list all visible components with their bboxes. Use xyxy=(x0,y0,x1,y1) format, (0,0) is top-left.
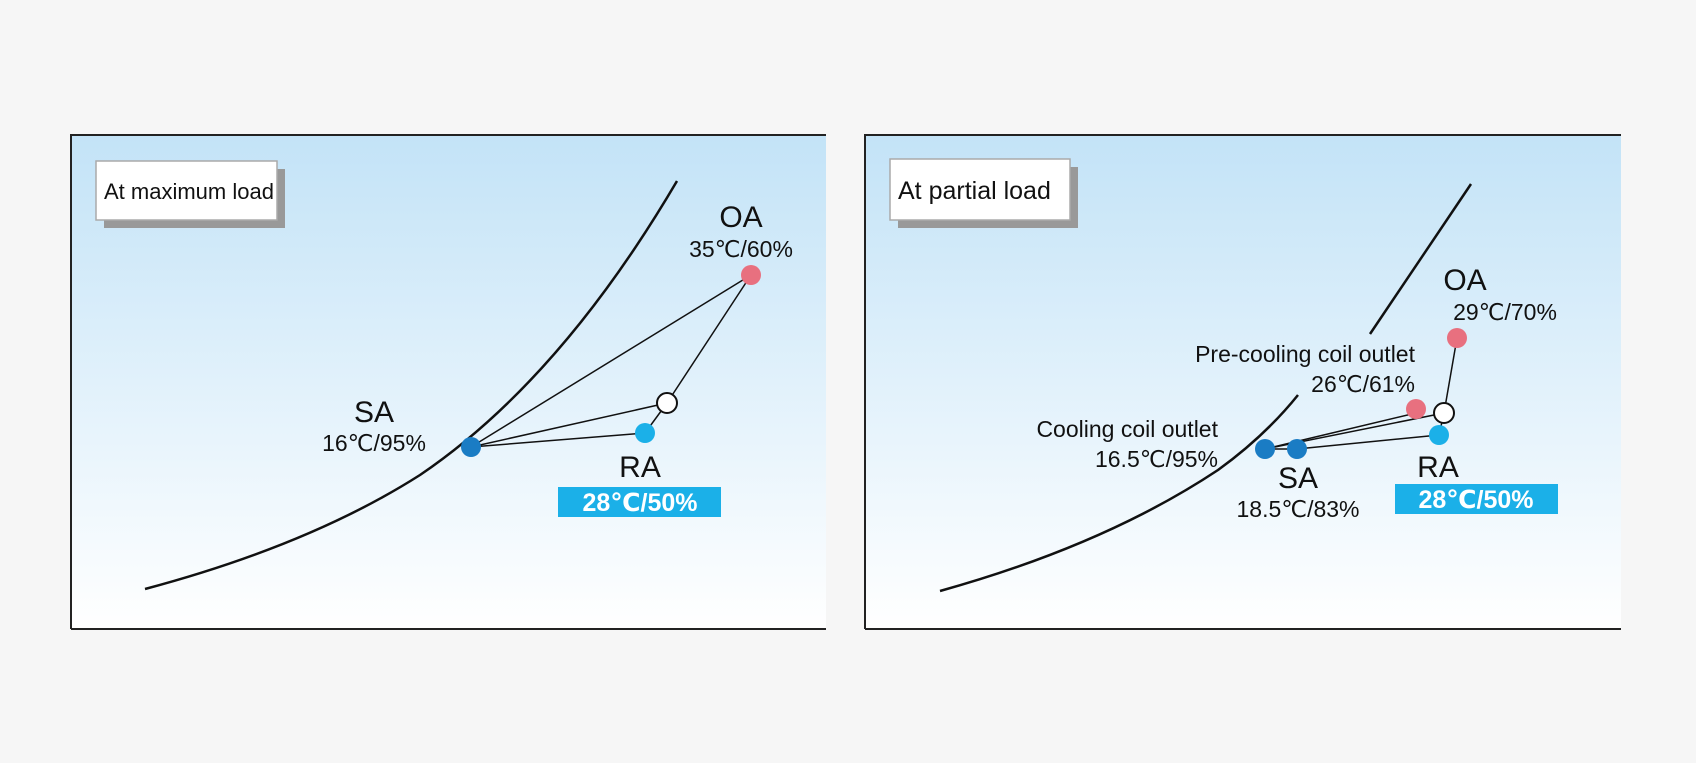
sa-value: 16℃/95% xyxy=(322,430,426,456)
sa-label: SA xyxy=(1278,462,1318,495)
ra-point xyxy=(635,423,655,443)
cooling-point xyxy=(1255,439,1275,459)
sa-point xyxy=(1287,439,1307,459)
mix-point xyxy=(1433,402,1455,424)
line-sa-mix xyxy=(470,402,668,448)
ra-value: 28℃/50% xyxy=(1418,486,1533,514)
panel-frame xyxy=(864,134,1621,629)
mix-line-oa xyxy=(470,274,752,448)
precooling-label: Pre-cooling coil outlet xyxy=(1195,341,1416,367)
oa-value: 29℃/70% xyxy=(1453,299,1557,325)
line-sa-ra xyxy=(1296,434,1440,450)
ra-badge xyxy=(1395,484,1558,514)
panel-frame xyxy=(70,134,826,629)
panel-title-box: At partial load xyxy=(889,158,1078,228)
line-sa-ra xyxy=(470,432,646,448)
ra-badge xyxy=(558,487,721,517)
oa-value: 35℃/60% xyxy=(689,236,793,262)
title-frame xyxy=(95,160,278,221)
ra-point xyxy=(1429,425,1449,445)
cooling-value: 16.5℃/95% xyxy=(1095,446,1218,472)
sa-point xyxy=(461,437,481,457)
saturation-curve xyxy=(144,180,679,591)
sa-label: SA xyxy=(354,396,394,429)
panel-partial-load: At partial load OA 29℃/70% Pre-cooling c… xyxy=(864,134,1621,630)
panel-title-box: At maximum load xyxy=(95,160,285,228)
panel-maximum-load: At maximum load OA 35℃/60% SA 16℃/95% RA… xyxy=(70,134,826,630)
saturation-curve-upper xyxy=(1368,183,1473,335)
ra-label: RA xyxy=(619,451,661,484)
oa-label: OA xyxy=(719,201,762,234)
oa-point xyxy=(741,265,761,285)
precooling-point xyxy=(1406,399,1426,419)
line-mix-oa xyxy=(666,274,752,404)
oa-label: OA xyxy=(1443,264,1486,297)
saturation-curve xyxy=(939,394,1299,593)
panel-title: At partial load xyxy=(898,177,1051,205)
mix-point xyxy=(656,392,678,414)
title-frame xyxy=(889,158,1071,221)
precooling-value: 26℃/61% xyxy=(1311,371,1415,397)
cooling-label: Cooling coil outlet xyxy=(1036,416,1218,442)
ra-value: 28℃/50% xyxy=(582,489,697,517)
line-mix-oa xyxy=(1443,337,1458,414)
oa-point xyxy=(1447,328,1467,348)
ra-label: RA xyxy=(1417,451,1459,484)
panel-title: At maximum load xyxy=(104,179,274,204)
sa-value: 18.5℃/83% xyxy=(1236,496,1359,522)
